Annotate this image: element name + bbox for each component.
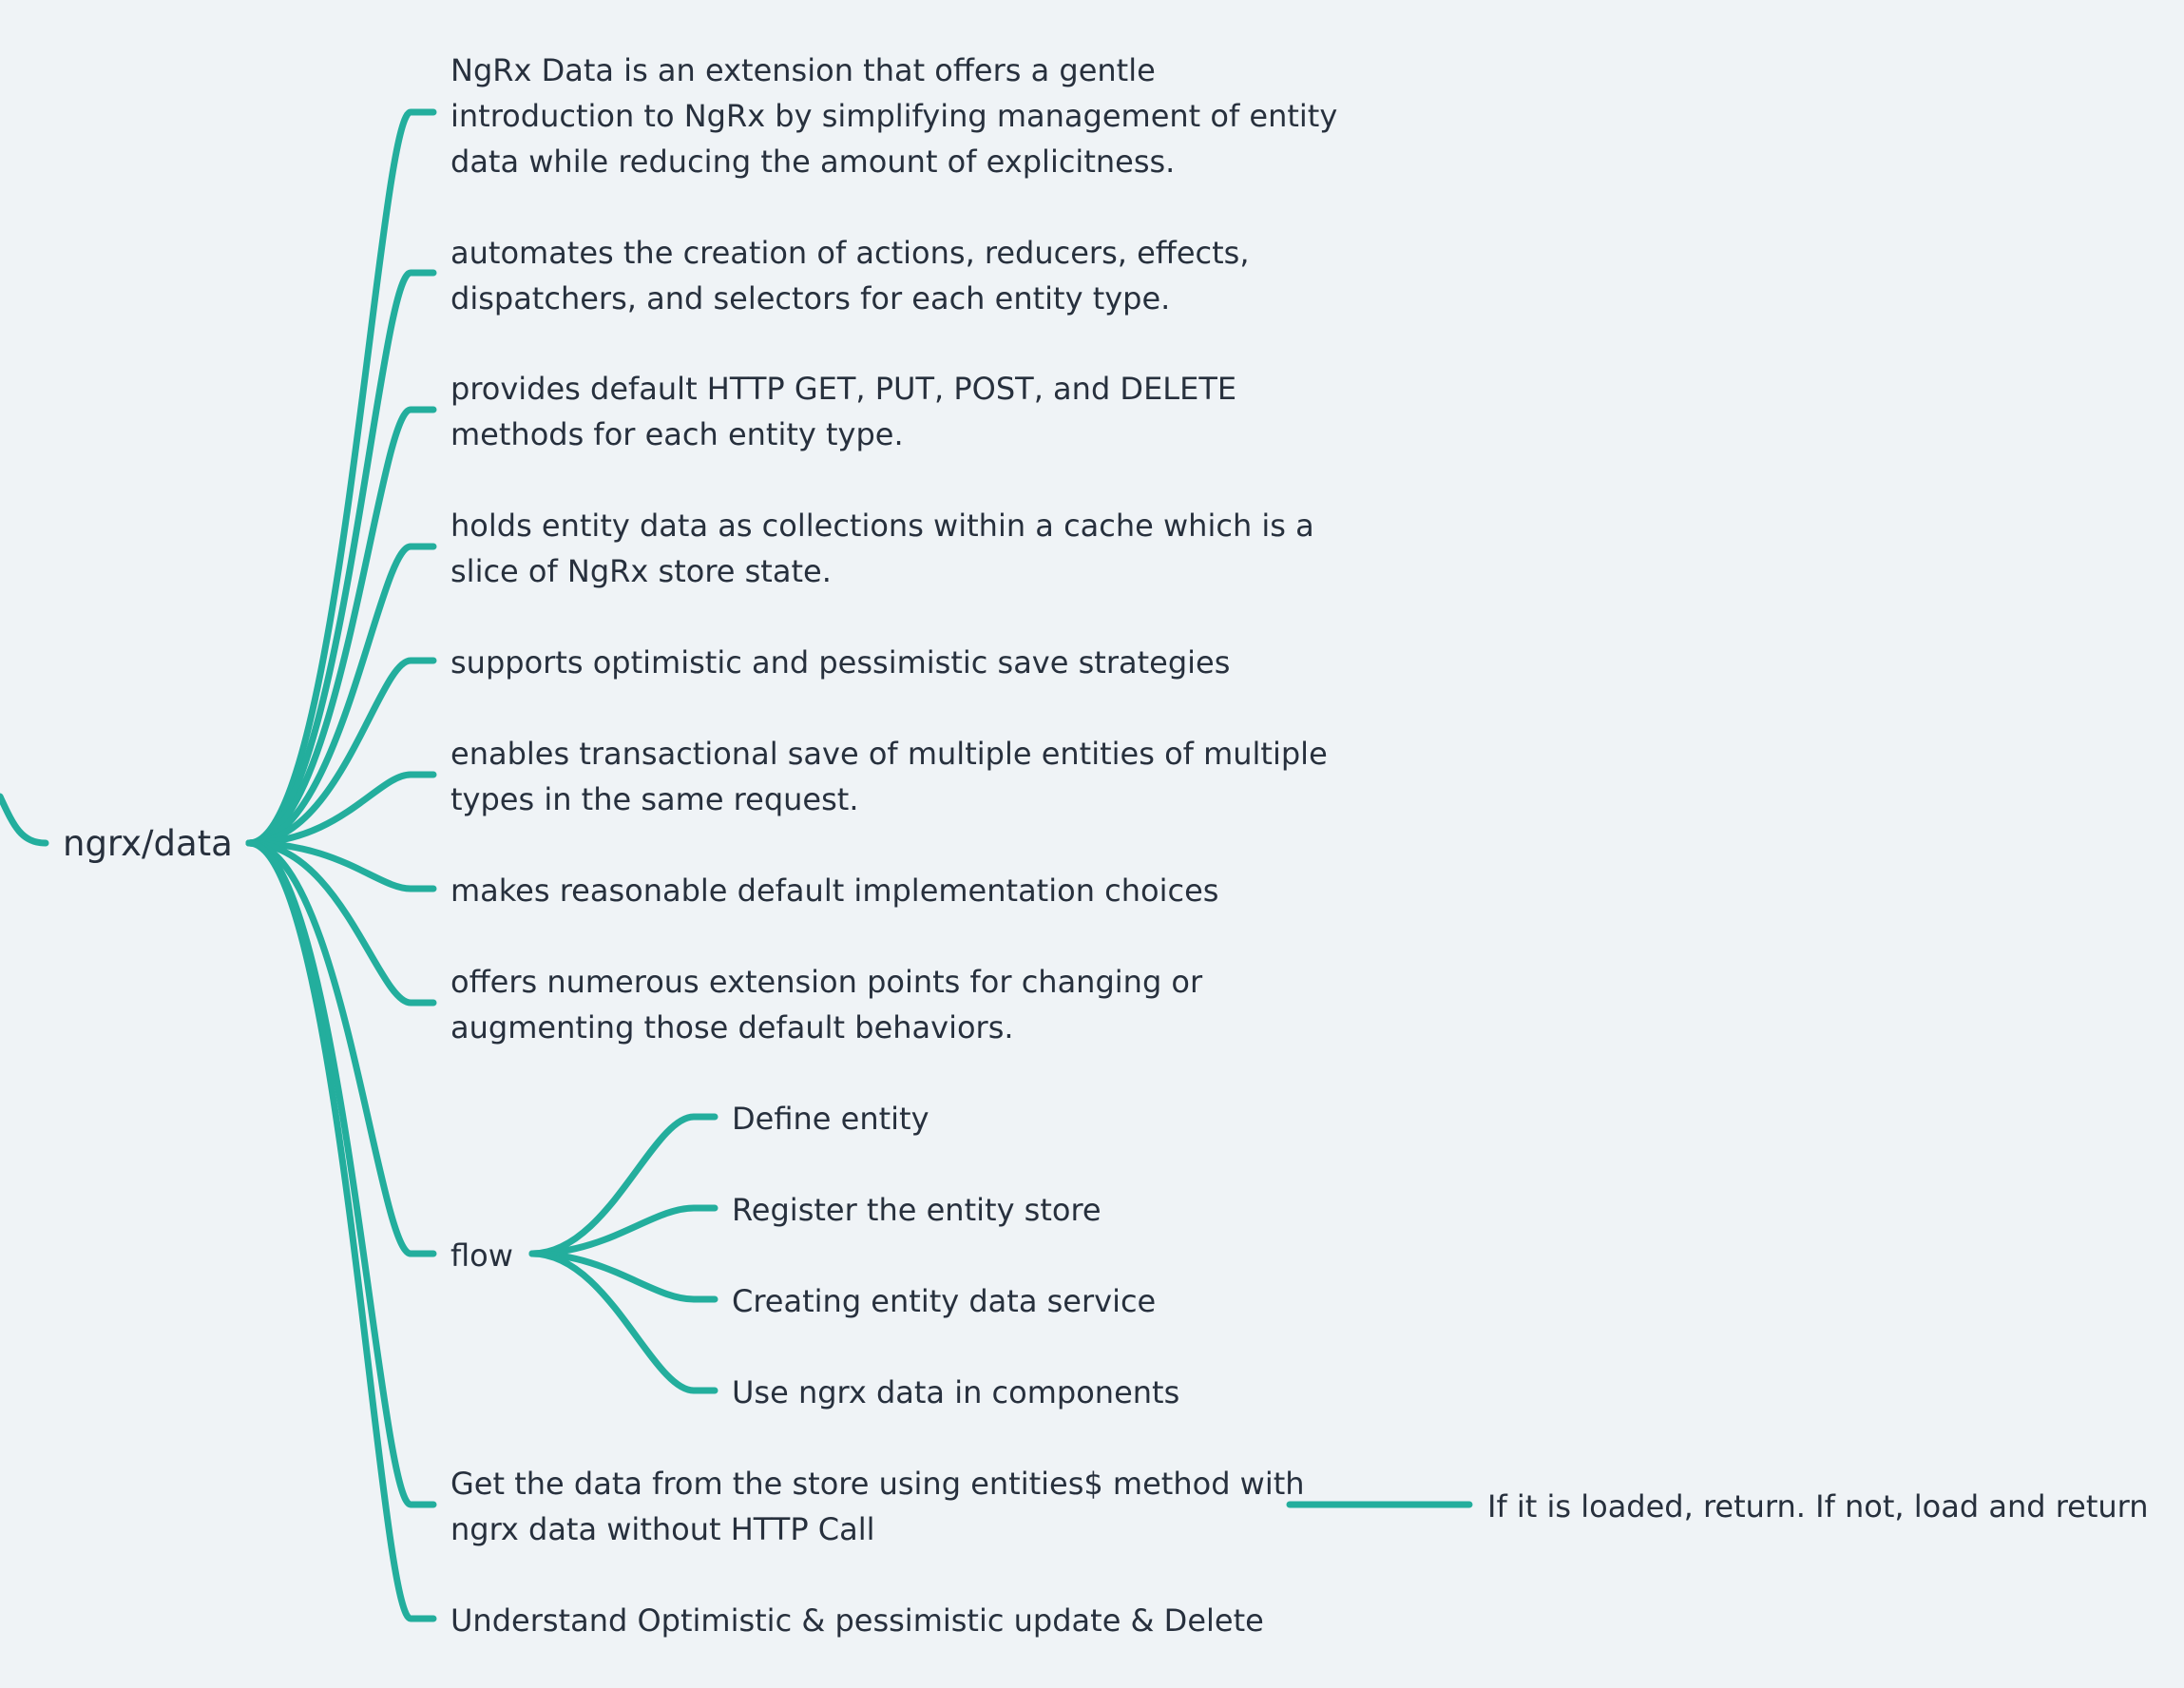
connector-root-child-7 xyxy=(245,839,437,1007)
node-use-in-components[interactable]: Use ngrx data in components xyxy=(732,1374,1180,1410)
connector-root-child-6 xyxy=(245,839,437,892)
node-loaded-check[interactable]: If it is loaded, return. If not, load an… xyxy=(1487,1488,2149,1525)
node-transactional-save[interactable]: enables transactional save of multiple e… xyxy=(450,736,1328,817)
connector-root-child-5 xyxy=(245,771,437,847)
connector-flow-child-2 xyxy=(528,1250,718,1303)
node-register-entity-store[interactable]: Register the entity store xyxy=(732,1192,1102,1228)
node-create-entity-data-service[interactable]: Creating entity data service xyxy=(732,1283,1157,1319)
connector-root-child-1 xyxy=(245,269,437,847)
connector-flow-child-3 xyxy=(528,1250,718,1394)
connector-incoming xyxy=(0,793,49,847)
connector-root-child-4 xyxy=(245,657,437,847)
node-flow[interactable]: flow xyxy=(450,1237,513,1274)
connector-root-child-8 xyxy=(245,839,437,1257)
connector-root-child-10 xyxy=(245,839,437,1622)
node-default-http-methods[interactable]: provides default HTTP GET, PUT, POST, an… xyxy=(450,371,1237,452)
node-optimistic-pessimistic-update[interactable]: Understand Optimistic & pessimistic upda… xyxy=(450,1602,1264,1639)
node-default-choices[interactable]: makes reasonable default implementation … xyxy=(450,873,1219,909)
connector-flow-child-1 xyxy=(528,1204,718,1257)
connector-root-child-2 xyxy=(245,406,437,847)
node-get-data-from-store[interactable]: Get the data from the store using entiti… xyxy=(450,1466,1305,1547)
connector-root-child-3 xyxy=(245,543,437,847)
node-save-strategies[interactable]: supports optimistic and pessimistic save… xyxy=(450,644,1231,681)
node-ngrx-data-intro[interactable]: NgRx Data is an extension that offers a … xyxy=(450,52,1338,180)
connector-flow-child-0 xyxy=(528,1113,718,1257)
node-extension-points[interactable]: offers numerous extension points for cha… xyxy=(450,964,1203,1045)
node-entity-cache[interactable]: holds entity data as collections within … xyxy=(450,508,1314,589)
node-automates-creation[interactable]: automates the creation of actions, reduc… xyxy=(450,235,1250,316)
root-node[interactable]: ngrx/data xyxy=(63,823,233,864)
connector-root-child-0 xyxy=(245,108,437,847)
node-define-entity[interactable]: Define entity xyxy=(732,1101,929,1137)
